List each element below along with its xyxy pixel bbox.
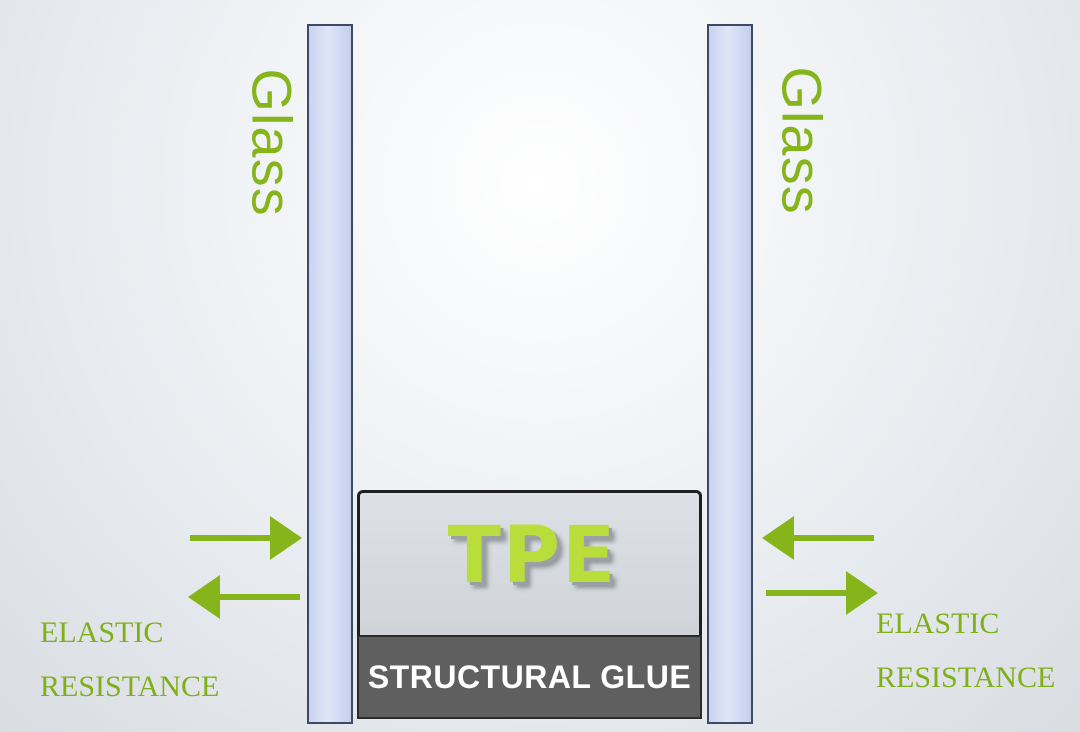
glass-label-right: Glass: [770, 66, 834, 215]
elastic-resistance-caption-left: ELASTIC RESISTANCE: [40, 606, 219, 714]
left-arrow-icon: [184, 567, 304, 627]
right-arrow-icon: [762, 563, 882, 623]
glass-pane-left: [307, 24, 353, 724]
caption-line: RESISTANCE: [40, 670, 220, 703]
tpe-label: TPE: [447, 511, 618, 601]
right-arrow-icon: [186, 508, 306, 568]
left-arrow-icon: [758, 508, 878, 568]
structural-glue-label: STRUCTURAL GLUE: [367, 659, 692, 695]
glass-pane-right: [707, 24, 753, 724]
elastic-resistance-caption-right: ELASTIC RESISTANCE: [876, 597, 1055, 705]
caption-line: ELASTIC: [876, 607, 1000, 640]
glass-label-left: Glass: [240, 68, 304, 217]
structural-glue-block: STRUCTURAL GLUE: [357, 635, 702, 719]
caption-line: RESISTANCE: [876, 661, 1056, 694]
caption-line: ELASTIC: [40, 616, 164, 649]
tpe-spacer: TPE: [357, 490, 702, 635]
